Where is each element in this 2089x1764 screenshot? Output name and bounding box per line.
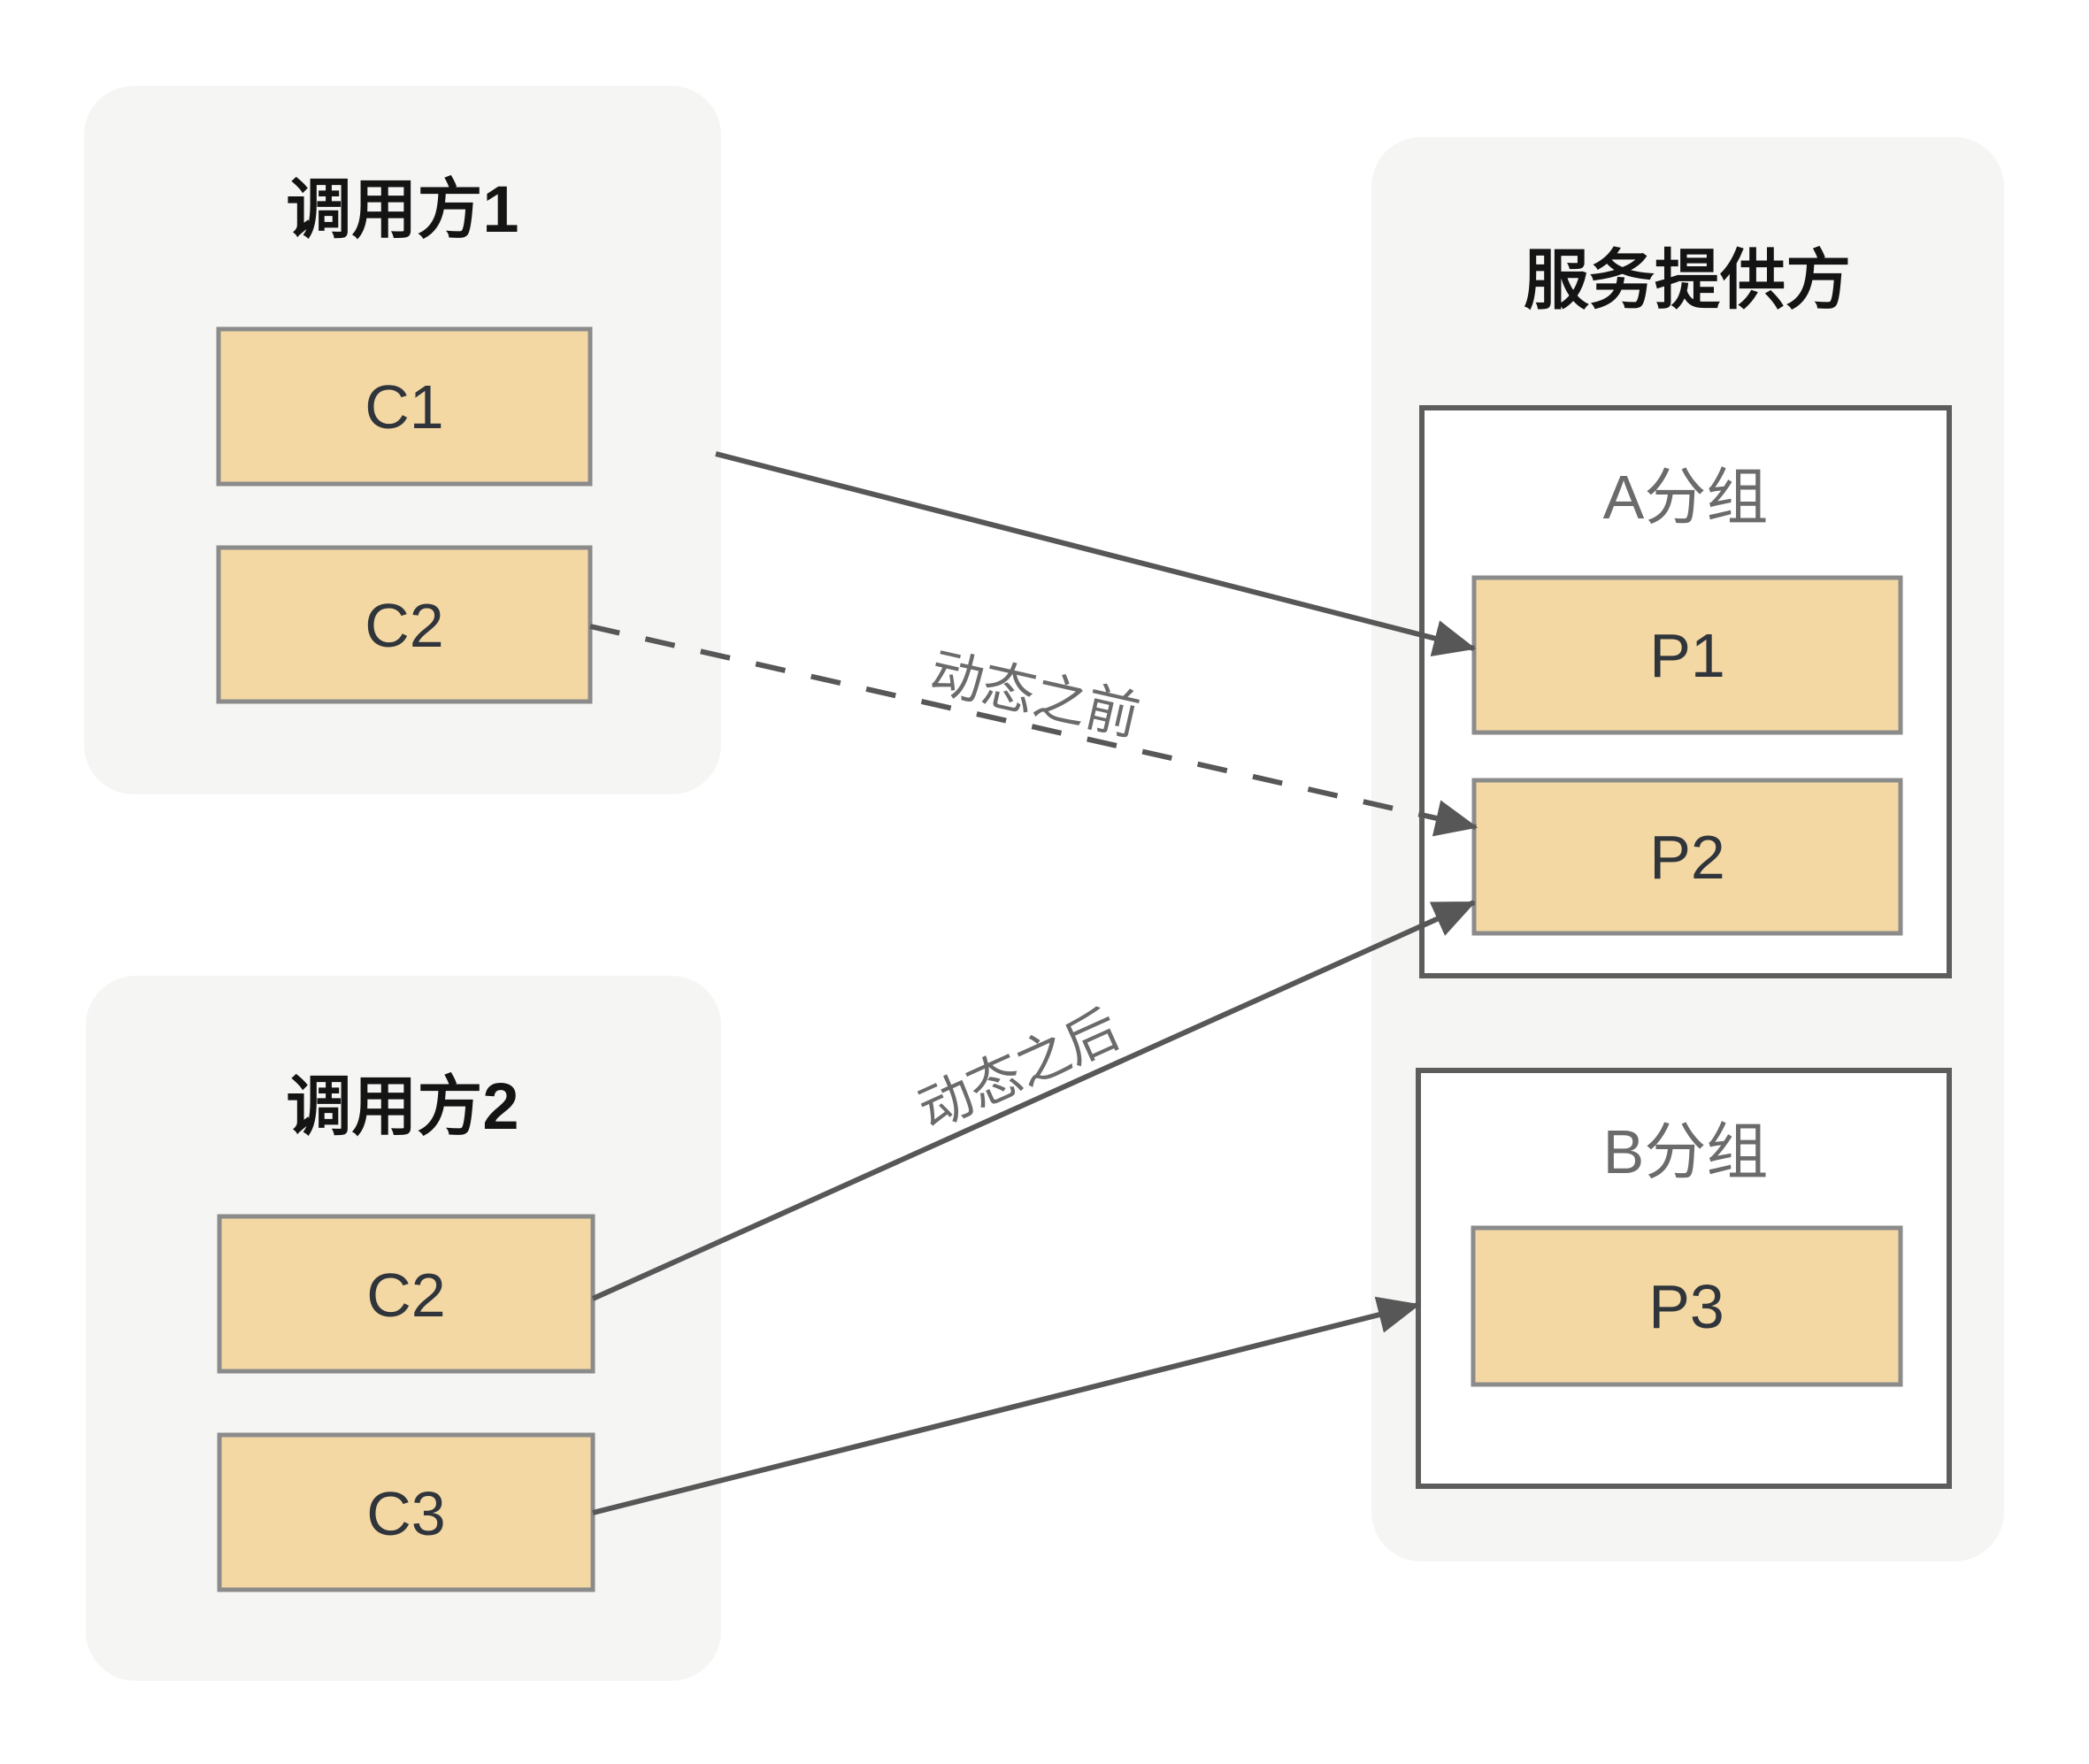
provider-panel-title: 服务提供方 <box>1524 243 1851 317</box>
node-p2 <box>1471 778 1903 936</box>
group-a-label: A分组 <box>1603 463 1769 532</box>
node-c3-label: C3 <box>366 1479 445 1548</box>
edge-label-before: 动态之前 <box>925 642 1145 748</box>
group-b-label: B分组 <box>1603 1117 1769 1186</box>
edges: 动态之前 动态之后 <box>589 451 1478 1515</box>
edge-label-after: 动态之后 <box>910 999 1127 1140</box>
group-a: A分组 P1 P2 <box>1419 405 1952 978</box>
caller-panel-1: 调用方1 C1 C2 <box>84 86 721 794</box>
node-c1 <box>216 326 593 487</box>
node-p1-label: P1 <box>1649 621 1725 690</box>
node-p2-label: P2 <box>1649 823 1725 892</box>
node-c2-caller1 <box>216 545 593 704</box>
caller-panel-1-title: 调用方1 <box>286 173 518 246</box>
node-c2-caller2 <box>217 1214 595 1374</box>
group-b: B分组 P3 <box>1416 1068 1952 1489</box>
node-c2-caller2-label: C2 <box>366 1261 445 1330</box>
arrow-c2b-to-p2 <box>591 900 1477 1301</box>
node-p3 <box>1471 1225 1903 1387</box>
node-c2-caller1-label: C2 <box>365 591 443 660</box>
arrow-c3-to-p3 <box>592 1296 1421 1515</box>
node-p1 <box>1471 575 1903 735</box>
node-c1-label: C1 <box>365 372 443 441</box>
node-c3 <box>217 1432 595 1592</box>
provider-panel: 服务提供方 A分组 P1 P2 B分组 P3 <box>1371 137 2004 1561</box>
caller-panel-2-title: 调用方2 <box>286 1070 518 1143</box>
caller-panel-2: 调用方2 C2 C3 <box>86 976 721 1681</box>
arrow-c1-to-p1 <box>715 451 1477 657</box>
node-p3-label: P3 <box>1648 1272 1724 1341</box>
arrow-c2-to-p2-dashed <box>589 624 1478 837</box>
